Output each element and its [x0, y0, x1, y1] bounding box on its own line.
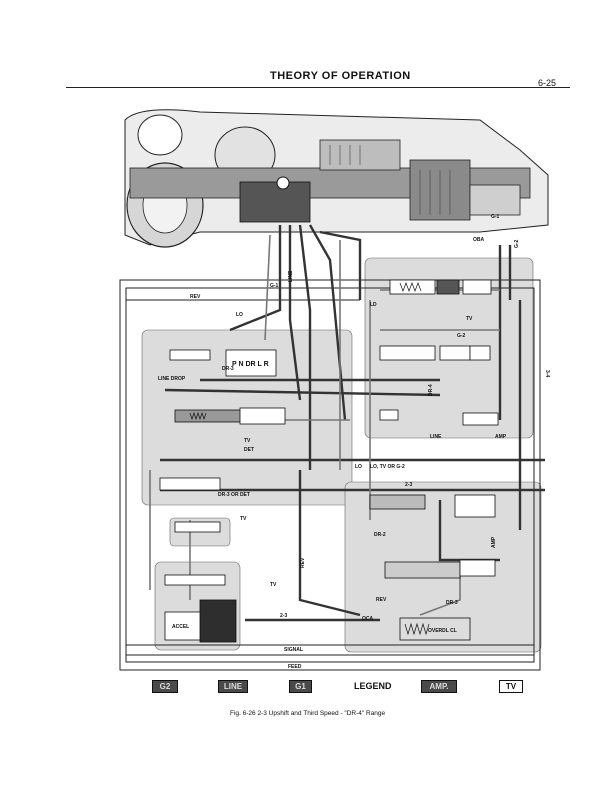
label-ld: LD — [370, 302, 377, 308]
label-dr3-or-det: DR-3 OR DET — [218, 492, 250, 498]
label-dr3-bottom: DR-3 — [446, 600, 458, 606]
label-amp-vert: AMP — [491, 536, 497, 548]
label-overdl: OVERDL CL — [428, 628, 457, 634]
label-g1-top: G-1 — [270, 283, 279, 289]
legend-title: LEGEND — [354, 681, 392, 691]
label-det: DET — [244, 447, 254, 453]
legend-item-g1: G1 — [289, 680, 312, 693]
label-tv-bottom: TV — [270, 582, 277, 588]
valves — [159, 279, 499, 643]
label-dr2: DR-2 — [374, 532, 386, 538]
label-oca: OCA — [362, 616, 374, 622]
label-two-three-bottom: 2-3 — [280, 613, 287, 619]
legend-item-line: LINE — [218, 680, 248, 693]
label-line-drop: LINE DROP — [158, 376, 186, 382]
transmission-cutaway — [124, 109, 549, 248]
label-line-mid: LINE — [430, 434, 442, 440]
label-three-four: 3-4 — [544, 370, 550, 377]
label-rev-vert: REV — [300, 557, 306, 568]
valve-body-areas — [141, 257, 542, 653]
label-signal: SIGNAL — [284, 647, 303, 653]
label-line-vert: LINE — [288, 270, 294, 282]
label-two-three: 2-3 — [405, 482, 412, 488]
label-prnd: P N DR L R — [232, 361, 269, 368]
main-passages — [160, 224, 545, 622]
label-lo: LO — [236, 312, 243, 318]
label-rev-top: REV — [190, 294, 201, 300]
label-accel: ACCEL — [172, 624, 189, 630]
outer-circuit-lines — [119, 279, 541, 671]
label-tv-low: TV — [240, 516, 247, 522]
label-feed: FEED — [288, 664, 302, 670]
valve-springs — [189, 282, 430, 636]
label-dr4: DR-4 — [428, 384, 434, 396]
figure-caption: Fig. 6-26 2-3 Upshift and Third Speed - … — [230, 710, 386, 717]
label-g2-right: G-2 — [514, 239, 520, 248]
page-title: THEORY OF OPERATION — [270, 70, 411, 82]
label-lo-tv-g2: LO, TV OR G-2 — [370, 464, 405, 470]
label-lo-right: LO — [355, 464, 362, 470]
label-tv-left: TV — [244, 438, 251, 444]
label-rev-bottom: REV — [376, 597, 387, 603]
label-amp-right: AMP — [495, 434, 507, 440]
label-g1-right: G-1 — [491, 214, 500, 220]
legend-item-g2: G2 — [152, 680, 178, 693]
legend-item-amp: AMP. — [421, 680, 457, 693]
header-rule — [66, 87, 570, 88]
label-tv-right: TV — [466, 316, 473, 322]
legend-item-tv: TV — [499, 680, 523, 693]
page-number: 6-25 — [538, 78, 557, 88]
label-oba: OBA — [473, 237, 485, 243]
label-g2-valve: G-2 — [457, 333, 466, 339]
label-dr3: DR-3 — [222, 366, 234, 372]
